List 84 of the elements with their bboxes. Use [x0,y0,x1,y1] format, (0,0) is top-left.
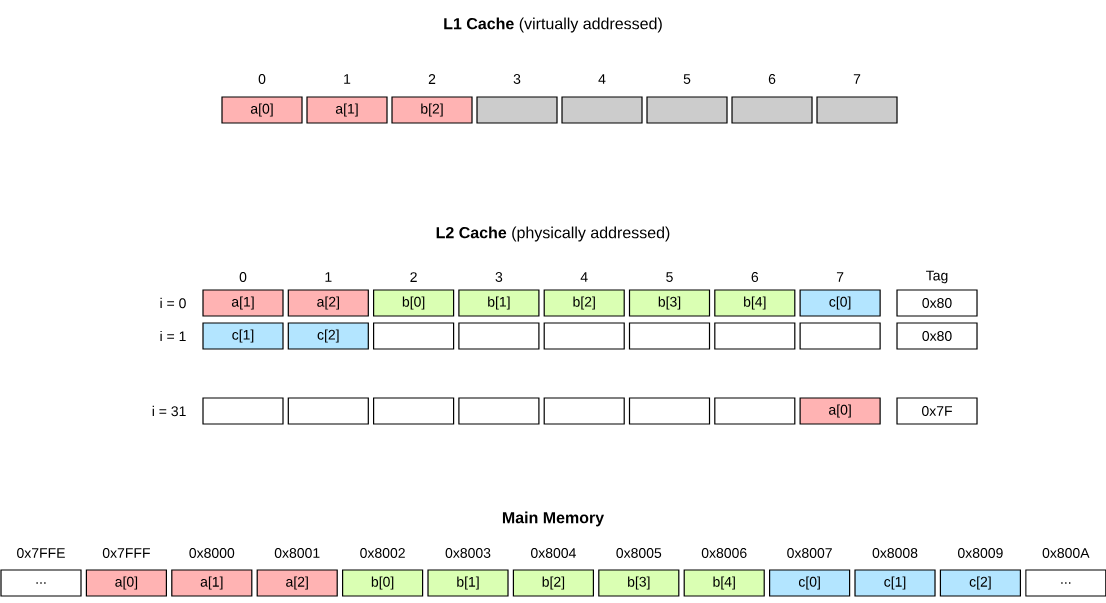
column-label: 0x8000 [189,548,235,558]
tag-box: 0x80 [896,289,978,317]
column-label: 4 [580,272,588,282]
memory-cell: c[0] [769,569,851,597]
column-label: 0x8009 [958,548,1003,558]
column-label: 5 [666,272,673,282]
column-label: 0 [239,272,247,282]
empty-cell [628,322,711,350]
column-label: 7 [853,74,861,84]
empty-cell [458,322,540,350]
column-label: 2 [428,74,436,84]
memory-cell: a[2] [287,289,369,317]
memory-cell: c[1] [854,569,936,597]
memory-cell: a[1] [306,96,388,124]
memory-cell: c[2] [939,569,1021,597]
empty-cell [287,397,369,425]
memory-cell: a[2] [256,569,338,597]
column-label: 0x8003 [445,548,491,558]
memory-cell: b[2] [543,289,625,317]
column-label: 0x8007 [787,548,832,558]
column-label: 4 [598,74,606,84]
memory-cell: c[1] [202,322,284,350]
column-label: 3 [495,272,503,282]
column-label: 0x8004 [531,548,576,558]
column-label: 5 [683,74,691,84]
tag-box: 0x80 [896,322,978,350]
memory-cell: a[0] [221,96,303,124]
column-label: 0 [258,74,266,84]
memory-cell: ... [0,569,82,597]
memory-cell: b[1] [458,289,540,317]
empty-cell [714,322,796,350]
empty-cell [816,96,898,124]
column-label: 1 [344,74,351,84]
memory-cell: a[0] [85,569,167,597]
column-label: 0x7FFF [102,548,150,558]
tag-box: 0x7F [896,397,978,425]
empty-cell [799,322,881,350]
column-label: 0x8008 [872,548,918,558]
column-label: 2 [410,272,417,282]
column-label: 7 [836,272,844,282]
empty-cell [373,397,455,425]
memory-cell: c[0] [799,289,881,317]
memory-cell: b[2] [391,96,473,124]
memory-cell: b[1] [427,569,509,597]
column-label: 0x8005 [616,548,662,558]
column-label: 0x8006 [701,548,747,558]
empty-cell [714,397,796,425]
column-label: 0x800A [1042,548,1090,558]
column-label: 3 [513,74,521,84]
empty-cell [561,96,643,124]
column-label: 0x8002 [360,548,405,558]
empty-cell [458,397,540,425]
memory-cell: ... [1025,569,1106,597]
row-label: i = 0 [160,297,186,309]
column-label: 0x7FFE [17,548,65,558]
memory-cell: b[0] [342,569,424,597]
column-label: 6 [768,74,776,84]
row-label: i = 31 [152,405,186,417]
section-title: L1 Cache (virtually addressed) [444,17,662,33]
column-label: Tag [926,270,948,284]
memory-cell: a[1] [202,289,284,317]
empty-cell [543,322,625,350]
memory-cell: a[0] [799,397,881,425]
row-label: i = 1 [160,330,186,342]
memory-cell: b[4] [683,569,765,597]
memory-cell: b[0] [373,289,455,317]
column-label: 0x8001 [274,548,320,558]
column-label: 6 [751,272,759,282]
memory-cell: c[2] [287,322,369,350]
memory-cell: b[3] [598,569,680,597]
column-label: 1 [325,272,332,282]
memory-cell: b[3] [628,289,711,317]
empty-cell [202,397,284,425]
section-title: L2 Cache (physically addressed) [436,226,670,242]
memory-cell: a[1] [171,569,253,597]
empty-cell [373,322,455,350]
empty-cell [476,96,558,124]
empty-cell [646,96,728,124]
empty-cell [731,96,813,124]
empty-cell [628,397,711,425]
empty-cell [543,397,625,425]
memory-cell: b[2] [512,569,594,597]
memory-cell: b[4] [714,289,796,317]
section-title: Main Memory [502,511,604,527]
